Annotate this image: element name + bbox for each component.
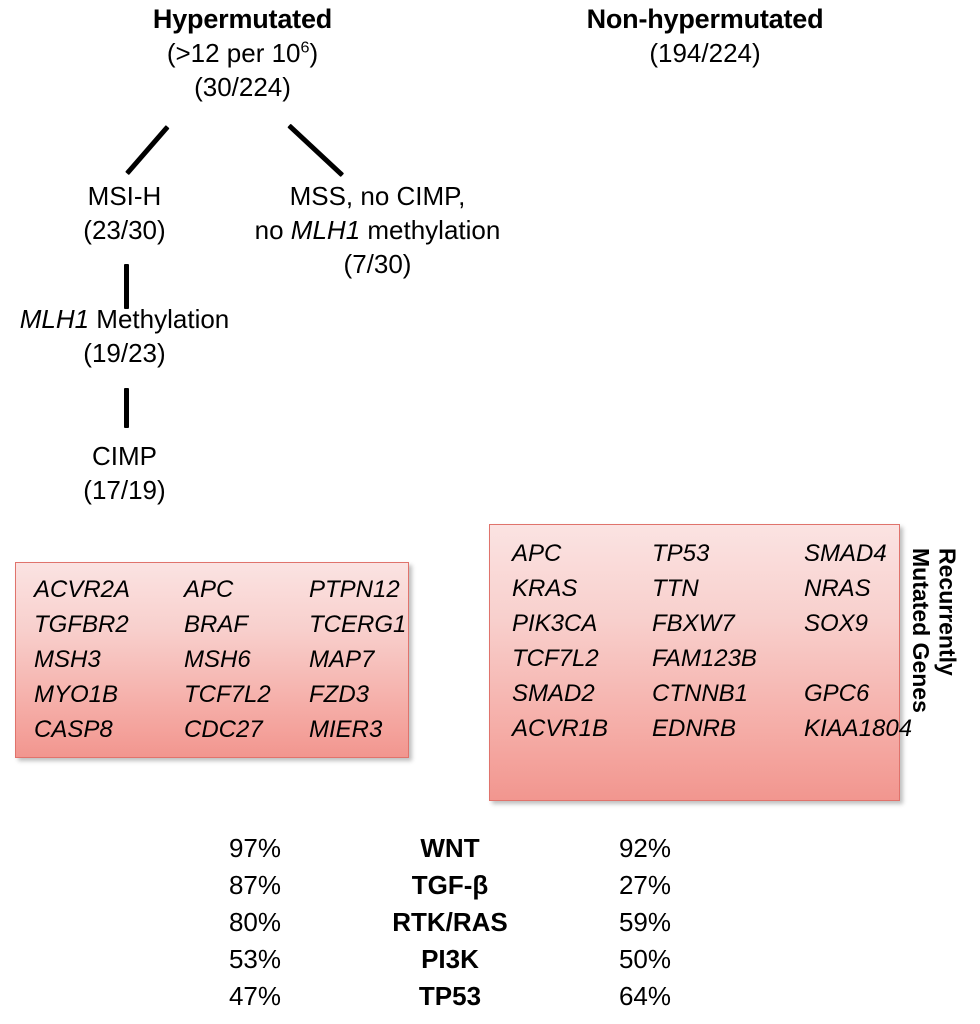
hypermutated-rate-close: ): [309, 38, 319, 69]
mlh1-methylation-suffix: Methylation: [89, 304, 230, 334]
pathway-name: PI3K: [421, 944, 479, 974]
gene-cell: TCF7L2: [184, 681, 271, 708]
tree-node-msi-h: MSI-H (23/30): [22, 180, 227, 248]
gene-grid-non-hypermutated: APC TP53 SMAD4 KRAS TTN NRAS PIK3CA FBXW…: [490, 525, 912, 742]
pathway-pct-hypermutated: 87%: [228, 870, 282, 900]
gene-cell: TCERG1: [309, 611, 407, 638]
pathway-pct-hypermutated: 97%: [228, 833, 282, 863]
gene-cell: NRAS: [804, 575, 871, 602]
mss-line2: no MLH1 methylation: [200, 214, 555, 248]
column-header-hypermutated: Hypermutated (>12 per 106) (30/224): [60, 2, 425, 105]
cimp-label: CIMP: [92, 441, 157, 471]
non-hypermutated-fraction: (194/224): [649, 38, 761, 69]
pathway-name: TP53: [418, 981, 482, 1011]
non-hypermutated-title: Non-hypermutated: [586, 4, 824, 34]
connector-hypermutated-to-mss: [287, 123, 345, 178]
hypermutated-title: Hypermutated: [152, 4, 333, 34]
mss-line2-suffix: methylation: [360, 214, 501, 245]
gene-box-hypermutated: ACVR2A APC PTPN12 TGFBR2 BRAF TCERG1 MSH…: [15, 562, 409, 758]
gene-cell: ACVR1B: [512, 715, 609, 742]
pathway-pct-non-hypermutated: 50%: [618, 944, 672, 974]
gene-cell: TGFBR2: [34, 611, 129, 638]
gene-box-non-hypermutated: APC TP53 SMAD4 KRAS TTN NRAS PIK3CA FBXW…: [489, 524, 912, 801]
gene-cell: ACVR2A: [34, 576, 131, 603]
pathway-name: RTK/RAS: [392, 907, 508, 937]
gene-cell: TCF7L2: [512, 645, 599, 672]
connector-mlh1-to-cimp: [124, 388, 129, 428]
gene-cell: [804, 647, 912, 671]
gene-cell: SMAD2: [512, 680, 595, 707]
gene-cell: KRAS: [512, 575, 578, 602]
gene-cell: CTNNB1: [652, 680, 749, 707]
pathway-pct-hypermutated: 53%: [228, 944, 282, 974]
gene-cell: SOX9: [804, 610, 869, 637]
gene-cell: MYO1B: [34, 681, 119, 708]
gene-cell: MSH6: [184, 646, 251, 673]
gene-cell: FBXW7: [652, 610, 735, 637]
gene-cell: PTPN12: [309, 576, 400, 603]
gene-cell: APC: [512, 540, 562, 567]
mlh1-gene-italic: MLH1: [290, 214, 361, 245]
gene-grid-hypermutated: ACVR2A APC PTPN12 TGFBR2 BRAF TCERG1 MSH…: [16, 563, 408, 742]
pathway-pct-non-hypermutated: 27%: [618, 870, 672, 900]
gene-cell: KIAA1804: [804, 715, 913, 742]
hypermutated-rate-text: (>12 per 10: [166, 38, 301, 69]
gene-cell: MSH3: [34, 646, 101, 673]
gene-cell: TTN: [652, 575, 699, 602]
gene-cell: EDNRB: [652, 715, 737, 742]
pathway-pct-non-hypermutated: 59%: [618, 907, 672, 937]
gene-cell: FZD3: [309, 681, 369, 708]
mss-fraction: (7/30): [343, 248, 412, 279]
gene-cell: MAP7: [309, 646, 375, 673]
msi-h-label: MSI-H: [87, 181, 162, 211]
gene-cell: CASP8: [34, 716, 113, 743]
pathway-pct-hypermutated: 80%: [228, 907, 282, 937]
pathway-pct-non-hypermutated: 64%: [618, 981, 672, 1011]
msi-h-fraction: (23/30): [83, 214, 166, 245]
mlh1-fraction: (19/23): [83, 337, 166, 368]
tree-node-mlh1-methylation: MLH1 Methylation (19/23): [0, 303, 257, 371]
gene-cell: TP53: [652, 540, 710, 567]
pathway-frequency-table: 97% WNT 92% 87% TGF-β 27% 80% RTK/RAS 59…: [195, 835, 705, 1009]
cimp-fraction: (17/19): [83, 474, 166, 505]
column-header-non-hypermutated: Non-hypermutated (194/224): [515, 2, 895, 71]
gene-cell: CDC27: [184, 716, 263, 743]
pathway-name: TGF-β: [411, 870, 489, 900]
gene-cell: MIER3: [309, 716, 383, 743]
recurrently-mutated-genes-label: Recurrently Mutated Genes: [908, 548, 961, 713]
mss-line2-prefix: no: [254, 214, 291, 245]
tree-node-cimp: CIMP (17/19): [22, 440, 227, 508]
mlh1-gene-italic-2: MLH1: [19, 304, 90, 334]
gene-cell: APC: [184, 576, 234, 603]
gene-cell: BRAF: [184, 611, 249, 638]
tree-node-mss: MSS, no CIMP, no MLH1 methylation (7/30): [200, 180, 555, 281]
pathway-pct-non-hypermutated: 92%: [618, 833, 672, 863]
connector-msi-to-mlh1: [124, 264, 129, 309]
mss-line1: MSS, no CIMP,: [289, 181, 466, 211]
gene-cell: SMAD4: [804, 540, 887, 567]
hypermutated-rate: (>12 per 106): [60, 37, 425, 71]
pathway-pct-hypermutated: 47%: [228, 981, 282, 1011]
hypermutated-fraction: (30/224): [194, 71, 291, 102]
connector-hypermutated-to-msi: [125, 125, 170, 176]
gene-cell: GPC6: [804, 680, 870, 707]
hypermutated-rate-exponent: 6: [300, 38, 310, 57]
gene-cell: FAM123B: [652, 645, 757, 672]
gene-cell: PIK3CA: [512, 610, 598, 637]
mlh1-methylation-label: MLH1 Methylation: [0, 303, 257, 337]
pathway-name: WNT: [420, 833, 480, 863]
